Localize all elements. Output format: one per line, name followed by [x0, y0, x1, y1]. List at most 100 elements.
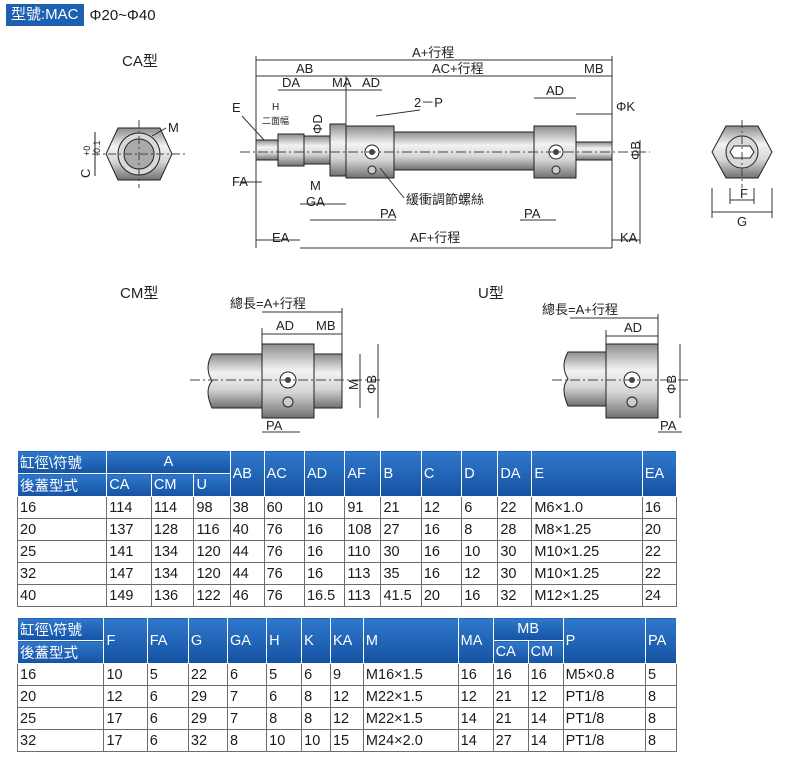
- col-k-header: K: [301, 617, 331, 664]
- table-cell: 25: [16, 707, 105, 730]
- col-a-u-header: U: [193, 473, 231, 497]
- col-ab-header: AB: [229, 450, 265, 497]
- table-cell: 16: [461, 584, 499, 607]
- table-cell: 116: [193, 518, 231, 541]
- table-cell: 21: [492, 685, 529, 708]
- table-cell: 40: [229, 518, 265, 541]
- table-cell: PT1/8: [562, 729, 647, 752]
- table-cell: 113: [344, 584, 382, 607]
- table-cell: 8: [266, 707, 303, 730]
- page-header: 型號:MAC Φ20~Φ40: [6, 4, 156, 26]
- table-cell: 35: [380, 562, 422, 585]
- table-cell: 14: [527, 729, 564, 752]
- col-da-header: DA: [497, 450, 533, 497]
- col-pa-header: PA: [645, 617, 677, 664]
- spec-table-1: 缸徑\符號 A AB AC AD AF B C D DA E EA 後蓋型式 C…: [16, 450, 678, 607]
- col-b-header: B: [380, 450, 422, 497]
- table-cell: 6: [227, 663, 268, 686]
- table-cell: 76: [263, 540, 305, 563]
- table-cell: 44: [229, 562, 265, 585]
- table-cell: M22×1.5: [362, 707, 459, 730]
- table-cell: 6: [146, 707, 189, 730]
- table-cell: PT1/8: [562, 707, 647, 730]
- ca-rod-end-view: [92, 120, 186, 188]
- table-cell: 20: [16, 518, 108, 541]
- dim-ac-stroke: AC+行程: [432, 61, 484, 76]
- ca-cylinder-assembly: [240, 123, 650, 179]
- table-cell: 8: [645, 685, 677, 708]
- table-cell: 14: [527, 707, 564, 730]
- table-cell: 16: [16, 663, 105, 686]
- table-cell: M12×1.25: [531, 584, 643, 607]
- table-cell: 147: [106, 562, 152, 585]
- spec-table-2: 缸徑\符號 F FA G GA H K KA M MA MB P PA 後蓋型式…: [16, 617, 677, 752]
- table-cell: 5: [266, 663, 303, 686]
- dim-a-stroke: A+行程: [412, 45, 454, 60]
- table-cell: 8: [227, 729, 268, 752]
- u-dimension-lines: [570, 314, 682, 433]
- table-cell: 16: [457, 663, 494, 686]
- col-ad-header: AD: [303, 450, 346, 497]
- table-cell: 22: [641, 540, 678, 563]
- dim-side-c: C: [78, 169, 93, 178]
- table-cell: M16×1.5: [362, 663, 459, 686]
- ca-dimension-lines: [240, 56, 641, 249]
- table-cell: 6: [146, 685, 189, 708]
- table-cell: 108: [344, 518, 382, 541]
- table-cell: 8: [461, 518, 499, 541]
- col-fa-header: FA: [146, 617, 189, 664]
- cm-view-title: CM型: [120, 285, 158, 302]
- table-cell: 12: [457, 685, 494, 708]
- cm-cylinder-view: [190, 343, 380, 419]
- col-mb-header: MB: [492, 617, 564, 641]
- col-h-header: H: [266, 617, 303, 664]
- dim-h: H: [272, 102, 279, 113]
- table-cell: 22: [641, 562, 678, 585]
- u-cylinder-view: [552, 343, 690, 419]
- table-cell: 32: [16, 562, 108, 585]
- col-ac-header: AC: [263, 450, 305, 497]
- table-cell: M22×1.5: [362, 685, 459, 708]
- table-cell: 17: [103, 729, 148, 752]
- cm-total-length: 總長=A+行程: [230, 296, 306, 311]
- table-cell: 16: [641, 496, 678, 519]
- ca-head-end-view: [711, 120, 773, 218]
- table-cell: 6: [146, 729, 189, 752]
- bore-symbol-header-2: 缸徑\符號: [16, 617, 105, 641]
- col-a-ca-header: CA: [106, 473, 152, 497]
- table-cell: 12: [420, 496, 463, 519]
- table-cell: 21: [492, 707, 529, 730]
- u-total-length: 總長=A+行程: [542, 302, 618, 317]
- table-cell: 76: [263, 518, 305, 541]
- table-cell: PT1/8: [562, 685, 647, 708]
- table-cell: 141: [106, 540, 152, 563]
- table-cell: 76: [263, 562, 305, 585]
- cushion-screw-label: 緩衝調節螺絲: [406, 192, 484, 207]
- table-cell: 32: [187, 729, 229, 752]
- table-cell: 27: [380, 518, 422, 541]
- table-cell: 134: [150, 540, 195, 563]
- dim-m: M: [310, 178, 321, 193]
- table-cell: 29: [187, 707, 229, 730]
- cm-dim-m: M: [346, 379, 361, 390]
- cm-dim-mb: MB: [316, 318, 336, 333]
- dim-pa-right: PA: [524, 206, 541, 221]
- table-cell: 98: [193, 496, 231, 519]
- table-cell: 24: [641, 584, 678, 607]
- dim-ad: AD: [362, 75, 380, 90]
- col-a-header: A: [106, 450, 231, 474]
- table-cell: 16: [420, 518, 463, 541]
- table-cell: 10: [461, 540, 499, 563]
- table-cell: 16: [527, 663, 564, 686]
- table-cell: 5: [645, 663, 677, 686]
- table-cell: 8: [645, 707, 677, 730]
- table-cell: 12: [461, 562, 499, 585]
- col-a-cm-header: CM: [150, 473, 195, 497]
